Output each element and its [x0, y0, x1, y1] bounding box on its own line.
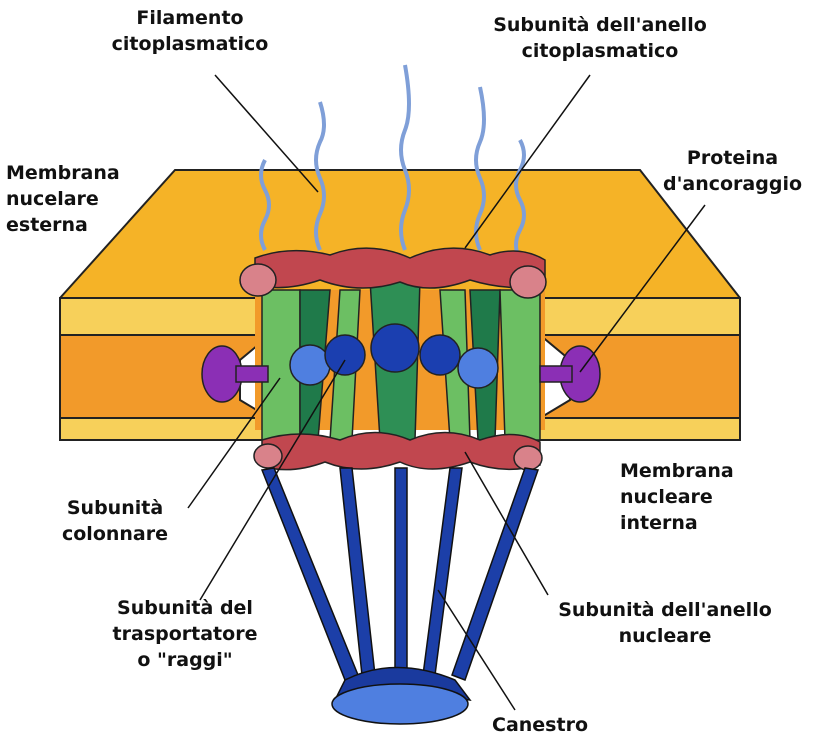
- label-nuclear-ring-subunit: Subunità dell'anello nucleare: [530, 597, 800, 649]
- label-line: Subunità: [40, 495, 190, 521]
- label-column-subunit: Subunità colonnare: [40, 495, 190, 547]
- label-line: Subunità del: [90, 595, 280, 621]
- label-line: Subunità dell'anello: [470, 12, 730, 38]
- label-line: Filamento: [90, 5, 290, 31]
- label-line: Canestro: [470, 712, 610, 738]
- label-line: citoplasmatico: [90, 31, 290, 57]
- label-line: Membrana: [620, 458, 770, 484]
- label-line: interna: [620, 510, 770, 536]
- label-anchor-protein: Proteina d'ancoraggio: [660, 145, 805, 197]
- label-outer-membrane: Membrana nucelare esterna: [6, 160, 156, 238]
- label-line: o "raggi": [90, 647, 280, 673]
- label-inner-membrane: Membrana nucleare interna: [620, 458, 770, 536]
- label-line: citoplasmatico: [470, 38, 730, 64]
- label-line: Proteina: [660, 145, 805, 171]
- label-transporter-subunit: Subunità del trasportatore o "raggi": [90, 595, 280, 673]
- label-line: Subunità dell'anello: [530, 597, 800, 623]
- label-basket: Canestro: [470, 712, 610, 738]
- label-line: trasportatore: [90, 621, 280, 647]
- label-line: Membrana: [6, 160, 156, 186]
- label-line: nucelare: [6, 186, 156, 212]
- label-line: esterna: [6, 212, 156, 238]
- label-line: nucleare: [530, 623, 800, 649]
- label-line: d'ancoraggio: [660, 171, 805, 197]
- label-cytoplasmic-filament: Filamento citoplasmatico: [90, 5, 290, 57]
- label-cytoplasmic-ring-subunit: Subunità dell'anello citoplasmatico: [470, 12, 730, 64]
- label-line: colonnare: [40, 521, 190, 547]
- label-line: nucleare: [620, 484, 770, 510]
